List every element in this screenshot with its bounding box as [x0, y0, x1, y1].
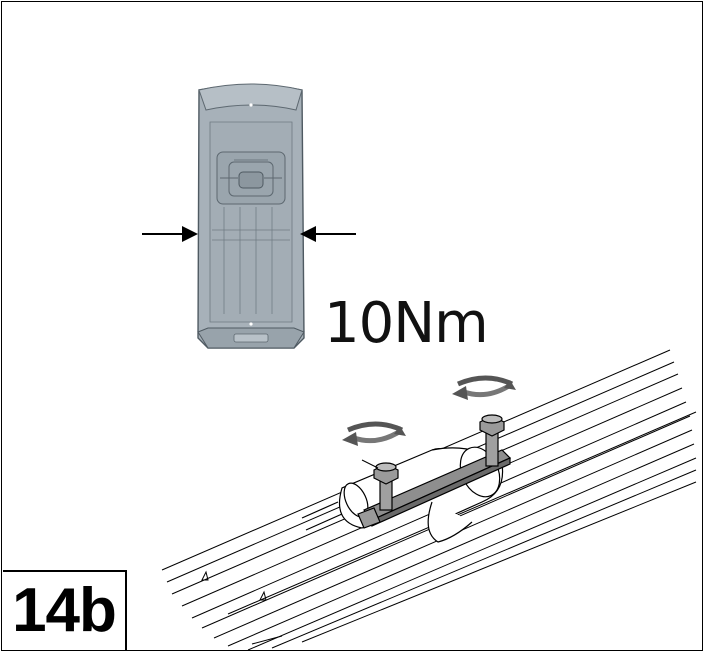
- torque-value: 10Nm: [324, 291, 489, 356]
- step-number-box: 14b: [3, 570, 127, 650]
- tighten-rotation-icon: [342, 375, 516, 446]
- bolt-left: [373, 462, 399, 511]
- step-number: 14b: [12, 576, 117, 645]
- bolt-right: [479, 414, 505, 467]
- end-cap-cover: [197, 83, 305, 349]
- press-arrow-icon: [142, 226, 356, 242]
- clamp-bar: [357, 449, 512, 529]
- joint-sleeve: [301, 446, 504, 543]
- leader-line: [361, 459, 379, 469]
